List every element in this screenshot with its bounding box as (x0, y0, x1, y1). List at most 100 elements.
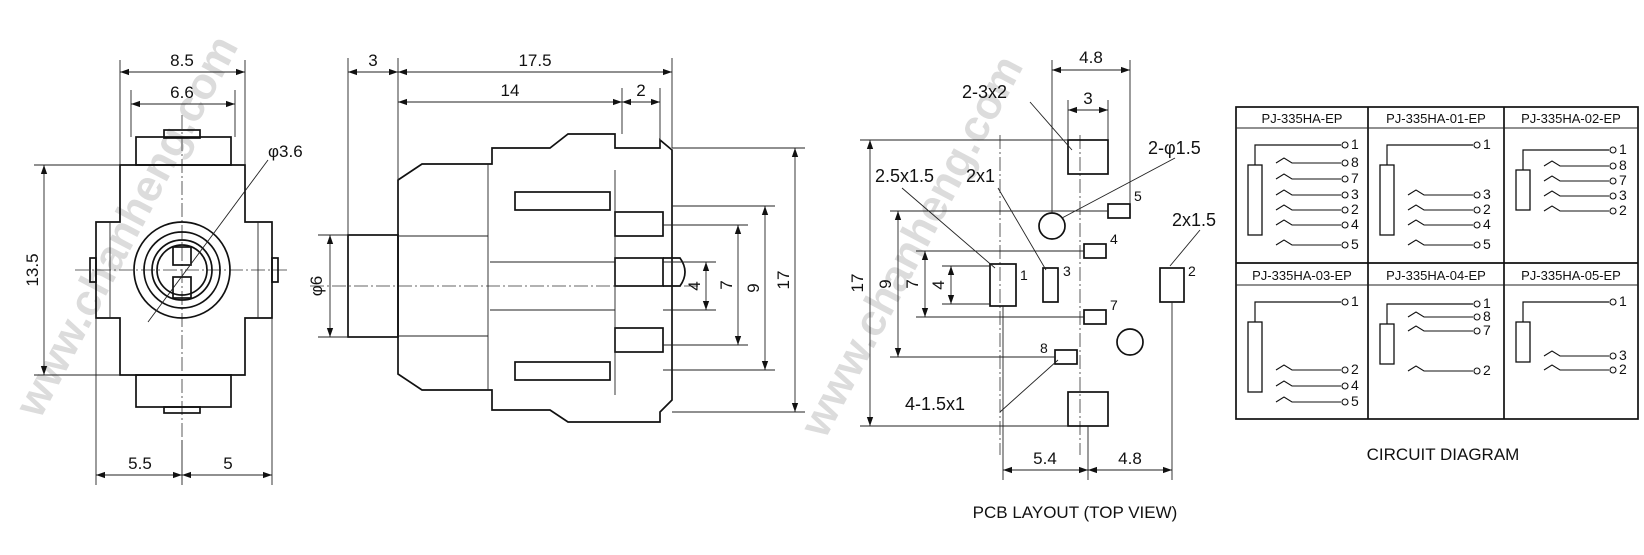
pcb-label-hole: 2-φ1.5 (1148, 138, 1201, 158)
circuit-pin-terminal (1609, 298, 1617, 306)
circuit-pin-terminal (1341, 221, 1349, 229)
circuit-model-2: PJ-335HA-02-EP (1521, 111, 1621, 126)
circuit-pin-8: 8 (1351, 154, 1359, 170)
dim-front-height: 13.5 (23, 253, 42, 286)
pcb-pin-3: 3 (1063, 263, 1071, 279)
dim-pcb-bottom-54: 5.4 (1033, 449, 1057, 468)
pcb-slot-bottom (1067, 391, 1109, 427)
pcb-pad-4 (1083, 243, 1107, 259)
circuit-model-5: PJ-335HA-05-EP (1521, 268, 1621, 283)
pcb-label-pad-2x1: 2x1 (966, 166, 995, 186)
circuit-pin-8: 8 (1483, 308, 1491, 324)
side-body-outline (397, 133, 673, 423)
circuit-pin-2: 2 (1619, 202, 1627, 218)
circuit-pin-3: 3 (1619, 347, 1627, 363)
circuit-diagram: PJ-335HA-EP PJ-335HA-01-EP PJ-335HA-02-E… (1235, 106, 1639, 464)
dim-pcb-v17: 17 (848, 274, 867, 293)
watermark-text-2: www.chanheng.com (790, 48, 1033, 446)
circuit-sleeve (1379, 164, 1395, 236)
pcb-hole-top (1038, 212, 1066, 240)
front-socket-outer (133, 221, 231, 319)
front-body-outline (95, 164, 273, 376)
circuit-model-4: PJ-335HA-04-EP (1386, 268, 1486, 283)
pcb-pad-3 (1042, 267, 1059, 303)
pcb-label-pad-25x15: 2.5x1.5 (875, 166, 934, 186)
pcb-pad-5 (1107, 203, 1131, 219)
dim-side-nose: 3 (368, 51, 377, 70)
pcb-pad-8 (1054, 349, 1078, 365)
circuit-pin-terminal (1609, 366, 1617, 374)
circuit-pin-terminal (1473, 241, 1481, 249)
circuit-pin-terminal (1473, 221, 1481, 229)
pcb-pin-5: 5 (1134, 188, 1142, 204)
circuit-pin-1: 1 (1619, 141, 1627, 157)
circuit-pin-terminal (1473, 367, 1481, 375)
pcb-pin-7: 7 (1110, 297, 1118, 313)
pcb-pin-1: 1 (1020, 267, 1028, 283)
circuit-pin-7: 7 (1619, 172, 1627, 188)
side-view: 3 17.5 14 2 φ6 4 7 9 17 (307, 51, 805, 423)
pcb-pad-2 (1159, 267, 1185, 303)
dim-side-body: 14 (501, 81, 520, 100)
circuit-pin-2: 2 (1483, 362, 1491, 378)
circuit-pin-7: 7 (1483, 322, 1491, 338)
dim-side-length: 17.5 (518, 51, 551, 70)
circuit-pin-terminal (1609, 177, 1617, 185)
circuit-pin-terminal (1341, 159, 1349, 167)
circuit-pin-2: 2 (1483, 201, 1491, 217)
circuit-pin-terminal (1341, 141, 1349, 149)
circuit-sleeve (1515, 169, 1531, 211)
circuit-pin-terminal (1341, 298, 1349, 306)
circuit-pin-terminal (1609, 162, 1617, 170)
circuit-6: 132 (1515, 293, 1627, 377)
pcb-pin-4: 4 (1110, 231, 1118, 247)
circuit-pin-terminal (1473, 300, 1481, 308)
dim-side-pin-4: 4 (685, 281, 704, 290)
circuit-pin-3: 3 (1351, 186, 1359, 202)
circuit-pin-7: 7 (1351, 170, 1359, 186)
circuit-model-0: PJ-335HA-EP (1262, 111, 1343, 126)
circuit-pin-1: 1 (1351, 293, 1359, 309)
pcb-pad-7 (1083, 309, 1107, 325)
circuit-pin-terminal (1473, 191, 1481, 199)
circuit-pin-4: 4 (1351, 216, 1359, 232)
circuit-pin-1: 1 (1351, 136, 1359, 152)
circuit-pin-1: 1 (1483, 136, 1491, 152)
circuit-pin-terminal (1609, 352, 1617, 360)
circuit-sleeve (1247, 321, 1263, 393)
dim-pcb-v4: 4 (929, 280, 948, 289)
dim-front-width-inner: 6.6 (170, 83, 194, 102)
pcb-label-pad-2x15: 2x1.5 (1172, 210, 1216, 230)
circuit-pin-8: 8 (1619, 157, 1627, 173)
front-view: φ3.6 8.5 6.6 13.5 5.5 5 (23, 51, 303, 485)
pcb-label-slot: 2-3x2 (962, 82, 1007, 102)
circuit-pin-4: 4 (1351, 377, 1359, 393)
circuit-model-3: PJ-335HA-03-EP (1252, 268, 1352, 283)
pcb-layout: 5 4 3 1 2 7 8 2-3x2 2-φ1.5 2.5x1.5 2x1 2… (848, 48, 1216, 522)
circuit-pin-terminal (1609, 146, 1617, 154)
dim-front-bottom-left: 5.5 (128, 454, 152, 473)
dim-pcb-top-48: 4.8 (1079, 48, 1103, 67)
circuit-caption: CIRCUIT DIAGRAM (1367, 445, 1520, 464)
circuit-sleeve (1247, 164, 1263, 236)
circuit-pin-terminal (1341, 366, 1349, 374)
circuit-pin-terminal (1609, 192, 1617, 200)
circuit-pin-2: 2 (1351, 361, 1359, 377)
pcb-hole-bottom (1116, 328, 1144, 356)
circuit-pin-2: 2 (1619, 361, 1627, 377)
circuit-pin-terminal (1473, 327, 1481, 335)
circuit-sleeve (1379, 323, 1395, 365)
pcb-label-pads-15x1: 4-1.5x1 (905, 394, 965, 414)
circuit-pin-terminal (1341, 191, 1349, 199)
pcb-pad-1 (989, 263, 1017, 307)
pcb-slot-top (1067, 139, 1109, 175)
dim-pcb-top-3: 3 (1083, 89, 1092, 108)
dim-front-hole: φ3.6 (268, 142, 303, 161)
circuit-pin-4: 4 (1483, 216, 1491, 232)
circuit-pin-5: 5 (1351, 393, 1359, 409)
dim-side-pin-offset: 2 (636, 81, 645, 100)
